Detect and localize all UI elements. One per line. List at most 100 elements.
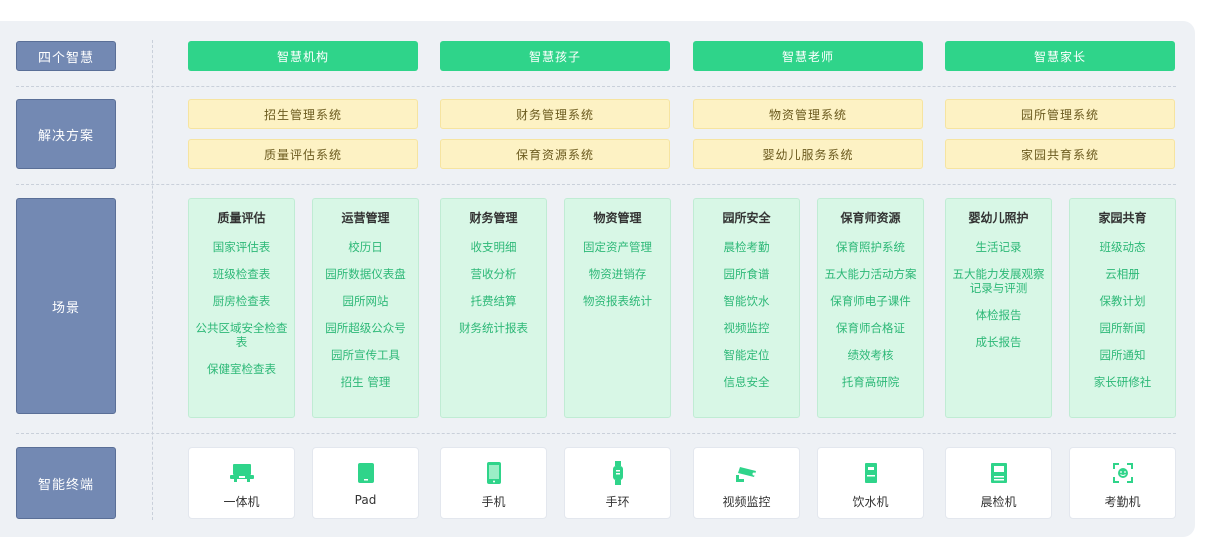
- row-label-solutions: 解决方案: [16, 99, 116, 169]
- row-label-wisdom: 四个智慧: [16, 41, 116, 71]
- scenario-item: 财务统计报表: [459, 321, 528, 335]
- scenario-item: 园所通知: [1099, 348, 1146, 362]
- camera-icon: [694, 461, 799, 485]
- row-divider: [16, 184, 1176, 185]
- terminal-attendance: 考勤机: [1069, 447, 1176, 519]
- scenario-item: 生活记录: [975, 240, 1022, 254]
- scenario-item: 校历日: [348, 240, 383, 254]
- scenario-item: 保育师电子课件: [830, 294, 911, 308]
- scenario-item: 五大能力活动方案: [824, 267, 917, 281]
- solution-care-resources: 保育资源系统: [440, 139, 670, 169]
- terminal-wristband: 手环: [564, 447, 671, 519]
- terminal-label: Pad: [354, 493, 377, 507]
- scenario-caregiver-resources: 保育师资源 保育照护系统 五大能力活动方案 保育师电子课件 保育师合格证 绩效考…: [817, 198, 924, 418]
- terminal-all-in-one: 一体机: [188, 447, 295, 519]
- scenario-item: 收支明细: [470, 240, 517, 254]
- wisdom-children: 智慧孩子: [440, 41, 670, 71]
- scenario-operations: 运营管理 校历日 园所数据仪表盘 园所网站 园所超级公众号 园所宣传工具 招生 …: [312, 198, 419, 418]
- column-divider: [152, 40, 153, 520]
- scenario-title: 运营管理: [341, 211, 390, 225]
- scenario-title: 婴幼儿照护: [968, 211, 1029, 225]
- scenario-item: 托费结算: [470, 294, 517, 308]
- scenario-item: 国家评估表: [212, 240, 271, 254]
- solution-materials: 物资管理系统: [693, 99, 923, 129]
- scenario-title: 保育师资源: [840, 211, 901, 225]
- terminal-label: 视频监控: [722, 495, 771, 509]
- scenario-item: 园所宣传工具: [331, 348, 400, 362]
- scenario-item: 园所新闻: [1099, 321, 1146, 335]
- terminal-label: 手机: [481, 495, 506, 509]
- scenario-campus-safety: 园所安全 晨检考勤 园所食谱 智能饮水 视频监控 智能定位 信息安全: [693, 198, 800, 418]
- scenario-item: 保健室检查表: [207, 362, 276, 376]
- scenario-item: 招生 管理: [340, 375, 391, 389]
- face-attendance-icon: [1070, 461, 1175, 485]
- all-in-one-icon: [189, 461, 294, 485]
- solution-enrollment: 招生管理系统: [188, 99, 418, 129]
- terminal-phone: 手机: [440, 447, 547, 519]
- wristband-icon: [565, 461, 670, 485]
- scenario-item: 营收分析: [470, 267, 517, 281]
- scenario-title: 家园共育: [1098, 211, 1147, 225]
- scenario-finance: 财务管理 收支明细 营收分析 托费结算 财务统计报表: [440, 198, 547, 418]
- wisdom-institution: 智慧机构: [188, 41, 418, 71]
- scenario-item: 园所网站: [342, 294, 389, 308]
- scenario-item: 智能定位: [723, 348, 770, 362]
- scenario-item: 物资进销存: [588, 267, 647, 281]
- scenario-item: 智能饮水: [723, 294, 770, 308]
- scenario-item: 视频监控: [723, 321, 770, 335]
- wisdom-teachers: 智慧老师: [693, 41, 923, 71]
- scenario-item: 云相册: [1105, 267, 1140, 281]
- row-divider: [16, 86, 1176, 87]
- scenario-item: 托育高研院: [841, 375, 900, 389]
- row-divider: [16, 433, 1176, 434]
- water-dispenser-icon: [818, 461, 923, 485]
- scenario-quality-assessment: 质量评估 国家评估表 班级检查表 厨房检查表 公共区域安全检查表 保健室检查表: [188, 198, 295, 418]
- solution-campus: 园所管理系统: [945, 99, 1175, 129]
- scenario-item: 保育师合格证: [836, 321, 905, 335]
- wisdom-parents: 智慧家长: [945, 41, 1175, 71]
- solution-infant-service: 婴幼儿服务系统: [693, 139, 923, 169]
- row-label-terminals: 智能终端: [16, 447, 116, 519]
- scenario-materials: 物资管理 固定资产管理 物资进销存 物资报表统计: [564, 198, 671, 418]
- scenario-item: 班级检查表: [212, 267, 271, 281]
- scenario-title: 财务管理: [469, 211, 518, 225]
- terminal-label: 一体机: [223, 495, 260, 509]
- scenario-item: 信息安全: [723, 375, 770, 389]
- solution-finance: 财务管理系统: [440, 99, 670, 129]
- scenario-item: 保育照护系统: [836, 240, 905, 254]
- scenario-item: 体检报告: [975, 308, 1022, 322]
- terminal-label: 饮水机: [852, 495, 889, 509]
- scenario-item: 园所食谱: [723, 267, 770, 281]
- scenario-item: 园所超级公众号: [325, 321, 406, 335]
- terminal-video-surveillance: 视频监控: [693, 447, 800, 519]
- scenario-item: 班级动态: [1099, 240, 1146, 254]
- terminal-morning-inspection: 晨检机: [945, 447, 1052, 519]
- terminal-label: 晨检机: [980, 495, 1017, 509]
- terminal-water-dispenser: 饮水机: [817, 447, 924, 519]
- scenario-item: 绩效考核: [847, 348, 894, 362]
- scenario-item: 家长研修社: [1093, 375, 1152, 389]
- scenario-item: 五大能力发展观察记录与评测: [952, 267, 1045, 295]
- scenario-item: 园所数据仪表盘: [325, 267, 406, 281]
- terminal-label: 考勤机: [1104, 495, 1141, 509]
- scenario-item: 厨房检查表: [212, 294, 271, 308]
- terminal-pad: Pad: [312, 447, 419, 519]
- scenario-item: 固定资产管理: [583, 240, 652, 254]
- tablet-icon: [313, 461, 418, 485]
- scenario-item: 物资报表统计: [583, 294, 652, 308]
- row-label-scenarios: 场景: [16, 198, 116, 414]
- solution-home-school: 家园共育系统: [945, 139, 1175, 169]
- scenario-item: 保教计划: [1099, 294, 1146, 308]
- scenario-item: 成长报告: [975, 335, 1022, 349]
- inspection-machine-icon: [946, 461, 1051, 485]
- scenario-item: 晨检考勤: [723, 240, 770, 254]
- scenario-home-school: 家园共育 班级动态 云相册 保教计划 园所新闻 园所通知 家长研修社: [1069, 198, 1176, 418]
- scenario-item: 公共区域安全检查表: [195, 321, 288, 349]
- terminal-label: 手环: [605, 495, 630, 509]
- scenario-title: 物资管理: [593, 211, 642, 225]
- scenario-title: 园所安全: [722, 211, 771, 225]
- scenario-infant-care: 婴幼儿照护 生活记录 五大能力发展观察记录与评测 体检报告 成长报告: [945, 198, 1052, 418]
- scenario-title: 质量评估: [217, 211, 266, 225]
- phone-icon: [441, 461, 546, 485]
- solution-quality: 质量评估系统: [188, 139, 418, 169]
